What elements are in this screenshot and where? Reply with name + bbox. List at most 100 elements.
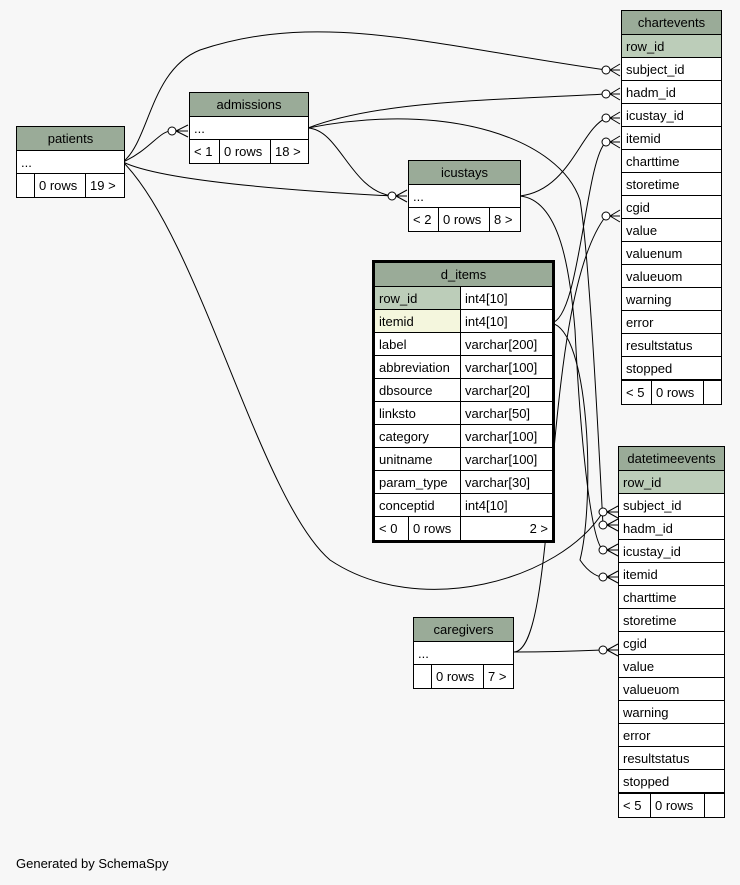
- column-row: value: [622, 219, 721, 242]
- column-row: subject_id: [619, 494, 724, 517]
- table-footer: < 5 0 rows: [619, 793, 724, 817]
- column-row: param_type varchar[30]: [375, 471, 552, 494]
- column-row: stopped: [622, 357, 721, 380]
- column-type: varchar[100]: [465, 452, 538, 467]
- column-name: unitname: [375, 448, 461, 470]
- table-footer: 0 rows 7 >: [414, 665, 513, 688]
- row-count: 0 rows: [651, 794, 705, 817]
- column-row: cgid: [622, 196, 721, 219]
- column-name: param_type: [375, 471, 461, 493]
- child-count: 18 >: [275, 144, 301, 159]
- table-header[interactable]: patients: [17, 127, 124, 151]
- column-name: row_id: [375, 287, 461, 309]
- column-row: cgid: [619, 632, 724, 655]
- table-row: ...: [414, 642, 513, 665]
- column-row: unitname varchar[100]: [375, 448, 552, 471]
- child-count: 19 >: [90, 178, 116, 193]
- table-admissions[interactable]: admissions ... < 1 0 rows 18 >: [189, 92, 309, 164]
- column-row: conceptid int4[10]: [375, 494, 552, 517]
- generated-by-footer: Generated by SchemaSpy: [16, 856, 169, 871]
- column-row: category varchar[100]: [375, 425, 552, 448]
- table-footer: < 1 0 rows 18 >: [190, 140, 308, 163]
- column-name: itemid: [375, 310, 461, 332]
- row-count: 0 rows: [652, 381, 704, 404]
- table-footer: < 5 0 rows: [622, 380, 721, 404]
- child-count: 8 >: [494, 212, 513, 227]
- column-row: warning: [622, 288, 721, 311]
- column-name: category: [375, 425, 461, 447]
- column-row: storetime: [622, 173, 721, 196]
- column-row: icustay_id: [622, 104, 721, 127]
- table-header[interactable]: icustays: [409, 161, 520, 185]
- table-header[interactable]: caregivers: [414, 618, 513, 642]
- table-header[interactable]: d_items: [375, 263, 552, 287]
- table-patients[interactable]: patients ... 0 rows 19 >: [16, 126, 125, 198]
- column-row: valuenum: [622, 242, 721, 265]
- column-row: row_id int4[10]: [375, 287, 552, 310]
- child-count: [704, 381, 721, 404]
- child-count: 2 >: [529, 521, 548, 536]
- column-row: resultstatus: [619, 747, 724, 770]
- row-count: 0 rows: [439, 208, 490, 231]
- table-d-items[interactable]: d_items row_id int4[10] itemid int4[10] la…: [372, 260, 555, 543]
- table-footer: 0 rows 19 >: [17, 174, 124, 197]
- column-row: warning: [619, 701, 724, 724]
- column-name: conceptid: [375, 494, 461, 516]
- column-row: storetime: [619, 609, 724, 632]
- table-row: ...: [17, 151, 124, 174]
- column-row: row_id: [619, 471, 724, 494]
- parent-count: [414, 665, 432, 688]
- column-type: varchar[50]: [465, 406, 531, 421]
- row-count: 0 rows: [432, 665, 484, 688]
- column-type: varchar[100]: [465, 360, 538, 375]
- row-count: 0 rows: [220, 140, 271, 163]
- table-footer: < 2 0 rows 8 >: [409, 208, 520, 231]
- column-row: itemid: [619, 563, 724, 586]
- column-type: varchar[200]: [465, 337, 538, 352]
- column-row: itemid: [622, 127, 721, 150]
- parent-count: [17, 174, 35, 197]
- parent-count: < 1: [190, 140, 220, 163]
- column-row: valueuom: [619, 678, 724, 701]
- column-type: int4[10]: [465, 314, 508, 329]
- row-count: 0 rows: [35, 174, 86, 197]
- table-caregivers[interactable]: caregivers ... 0 rows 7 >: [413, 617, 514, 689]
- column-type: int4[10]: [465, 498, 508, 513]
- table-header[interactable]: admissions: [190, 93, 308, 117]
- column-row: value: [619, 655, 724, 678]
- table-header[interactable]: datetimeevents: [619, 447, 724, 471]
- column-type: int4[10]: [465, 291, 508, 306]
- column-type: varchar[20]: [465, 383, 531, 398]
- column-row: hadm_id: [622, 81, 721, 104]
- column-row: subject_id: [622, 58, 721, 81]
- table-row: ...: [190, 117, 308, 140]
- parent-count: < 2: [409, 208, 439, 231]
- table-datetimeevents[interactable]: datetimeevents row_id subject_id hadm_id…: [618, 446, 725, 818]
- table-chartevents[interactable]: chartevents row_id subject_id hadm_id ic…: [621, 10, 722, 405]
- column-row: resultstatus: [622, 334, 721, 357]
- row-count: 0 rows: [409, 517, 461, 540]
- column-row: valueuom: [622, 265, 721, 288]
- column-row: charttime: [622, 150, 721, 173]
- column-row: icustay_id: [619, 540, 724, 563]
- child-count: [705, 794, 724, 817]
- column-type: varchar[100]: [465, 429, 538, 444]
- column-row: linksto varchar[50]: [375, 402, 552, 425]
- column-name: linksto: [375, 402, 461, 424]
- column-name: dbsource: [375, 379, 461, 401]
- column-row: itemid int4[10]: [375, 310, 552, 333]
- table-icustays[interactable]: icustays ... < 2 0 rows 8 >: [408, 160, 521, 232]
- column-row: hadm_id: [619, 517, 724, 540]
- column-row: row_id: [622, 35, 721, 58]
- column-row: error: [619, 724, 724, 747]
- column-row: dbsource varchar[20]: [375, 379, 552, 402]
- column-type: varchar[30]: [465, 475, 531, 490]
- column-name: label: [375, 333, 461, 355]
- parent-count: < 0: [375, 517, 409, 540]
- column-row: label varchar[200]: [375, 333, 552, 356]
- column-row: charttime: [619, 586, 724, 609]
- table-header[interactable]: chartevents: [622, 11, 721, 35]
- parent-count: < 5: [622, 381, 652, 404]
